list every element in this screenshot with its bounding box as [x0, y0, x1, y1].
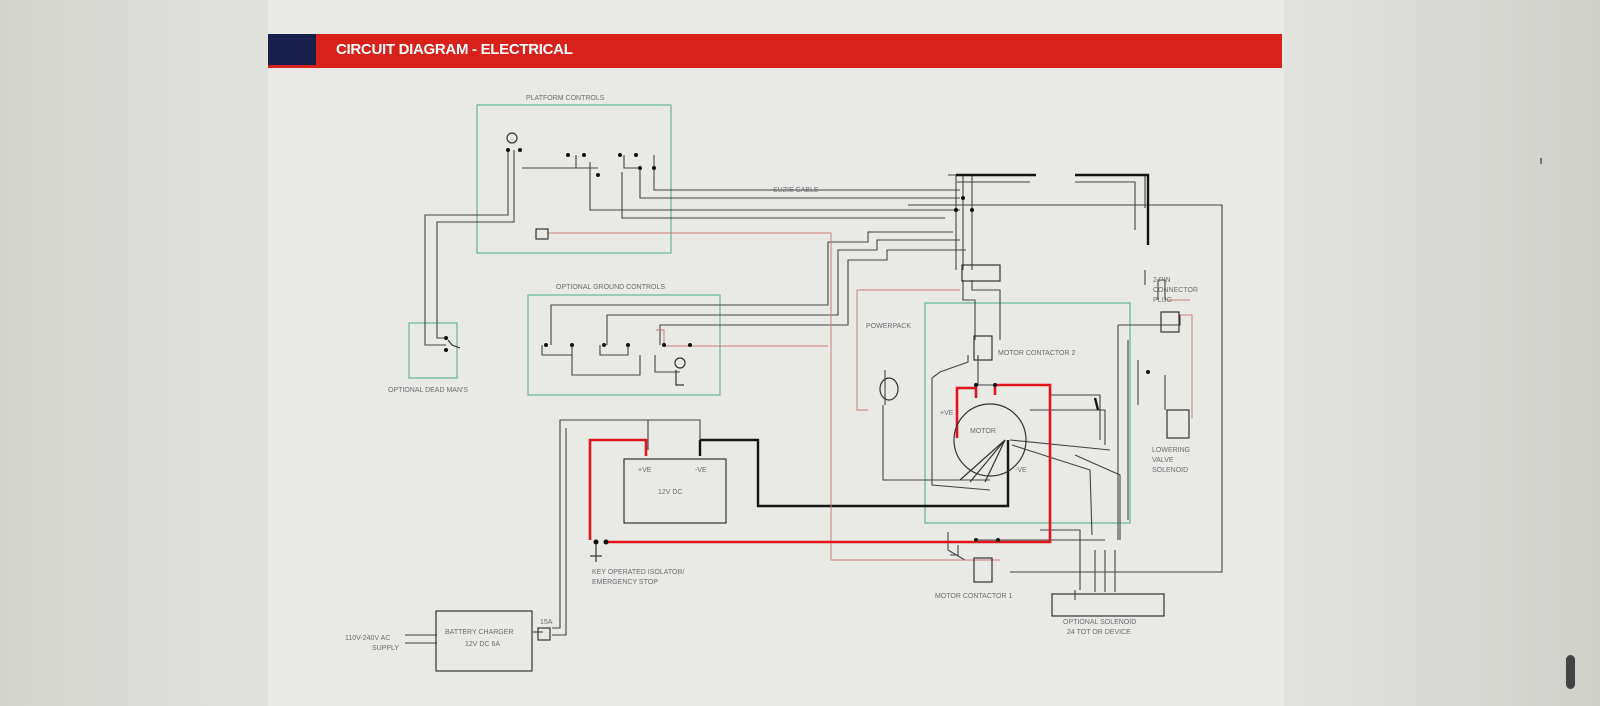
banner-accent [268, 34, 316, 65]
battery-positive-label: +VE [638, 467, 652, 474]
powerpack-label: POWERPACK [866, 323, 911, 330]
thin-red-wiring [547, 232, 1193, 561]
motor-contactor-2-coil [973, 335, 993, 361]
supply-label-line2: SUPPLY [372, 645, 399, 652]
motor-symbol [953, 403, 1027, 477]
connector-block [961, 264, 1001, 282]
control-wiring [405, 150, 1223, 644]
dead-mans-label: OPTIONAL DEAD MAN'S [388, 387, 468, 394]
motor-contactor-2-label: MOTOR CONTACTOR 2 [998, 350, 1076, 357]
page-title: CIRCUIT DIAGRAM - ELECTRICAL [336, 41, 573, 58]
platform-controls-box [476, 104, 672, 254]
platform-controls-label: PLATFORM CONTROLS [526, 95, 605, 102]
lowering-label-line2: VALVE [1152, 457, 1174, 464]
connector-plug [1160, 311, 1180, 333]
isolator-label-line1: KEY OPERATED ISOLATOR/ [592, 569, 685, 576]
charger-label-line1: BATTERY CHARGER [445, 629, 513, 636]
isolator-label-line2: EMERGENCY STOP [592, 579, 658, 586]
lowering-solenoid [1166, 409, 1190, 439]
charger-label-line2: 12V DC 6A [465, 641, 500, 648]
powerpack-components [435, 132, 1190, 672]
motor-negative-label: -VE [1015, 467, 1027, 474]
powerpack-pressure-switch [879, 377, 899, 401]
control-box-frames [408, 104, 1131, 524]
fuse-label: 15A [540, 619, 553, 626]
photo-speck [1540, 158, 1542, 164]
ground-controls-label: OPTIONAL GROUND CONTROLS [556, 284, 665, 291]
lowering-label-line3: SOLENOID [1152, 467, 1188, 474]
motor-positive-label: +VE [940, 410, 954, 417]
motor-contactor-1-coil [973, 557, 993, 583]
optional-solenoid-label-line1: OPTIONAL SOLENOID [1063, 619, 1136, 626]
dead-mans-box [408, 322, 458, 379]
dark-wires [698, 173, 1150, 508]
connector-label-line1: 2 PIN [1153, 277, 1171, 284]
platform-fuse [535, 228, 549, 240]
lowering-label-line1: LOWERING [1152, 447, 1190, 454]
motor-label: MOTOR [970, 428, 996, 435]
connector-label-line3: PLUG [1153, 297, 1172, 304]
battery-label: 12V DC [658, 489, 683, 496]
connector-label-line2: CONNECTOR [1153, 287, 1198, 294]
motor-contactor-1-label: MOTOR CONTACTOR 1 [935, 593, 1013, 600]
ground-estop-button [674, 357, 686, 369]
optional-solenoid-label-line2: 24 TOT OR DEVICE [1067, 629, 1131, 636]
dead-man-button [506, 132, 518, 144]
battery-charger-box [435, 610, 533, 672]
fuse-15a [537, 627, 551, 641]
optional-solenoid-box [1051, 593, 1165, 617]
supply-label-line1: 110V-240V AC [345, 635, 390, 642]
ground-controls-box [527, 294, 721, 396]
power-wiring [588, 383, 1052, 544]
suzie-cable-label: SUZIE CABLE [773, 187, 819, 194]
battery-negative-label: -VE [695, 467, 707, 474]
battery-box [623, 458, 727, 524]
title-banner [268, 34, 1282, 68]
device-edge-mark [1566, 655, 1575, 689]
powerpack-box [924, 302, 1131, 524]
switch-contacts [444, 148, 1150, 545]
